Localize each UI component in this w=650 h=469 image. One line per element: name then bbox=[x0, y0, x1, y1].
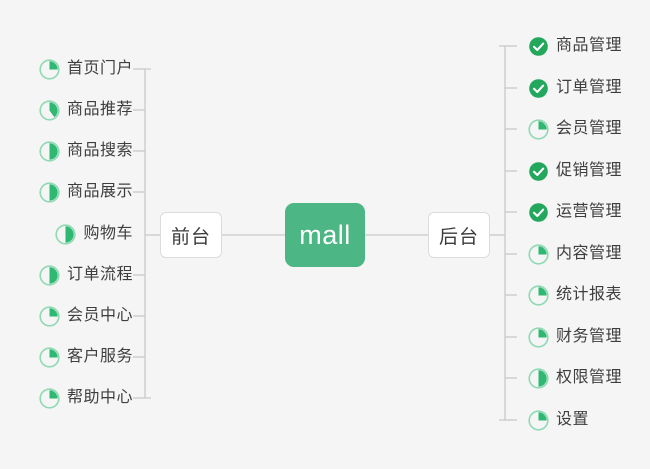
mindmap-leaf-frontend-8[interactable]: 帮助中心 bbox=[0, 385, 133, 411]
mindmap-leaf-frontend-0[interactable]: 首页门户 bbox=[0, 56, 133, 82]
leaf-label: 会员管理 bbox=[556, 120, 623, 137]
leaf-label: 帮助中心 bbox=[66, 389, 133, 406]
leaf-label: 商品展示 bbox=[66, 183, 133, 200]
leaf-label: 订单流程 bbox=[66, 266, 133, 283]
mindmap-leaf-backend-5[interactable]: 内容管理 bbox=[528, 241, 650, 267]
pie-progress-icon bbox=[528, 409, 549, 431]
connector-line bbox=[144, 68, 151, 399]
branch-node-frontend-label: 前台 bbox=[170, 226, 211, 248]
pie-progress-icon bbox=[39, 140, 60, 162]
pie-progress-icon bbox=[39, 387, 60, 409]
root-node-mall[interactable]: mall bbox=[285, 203, 365, 267]
leaf-label: 内容管理 bbox=[556, 245, 623, 262]
check-circle-icon bbox=[529, 36, 548, 56]
check-circle-icon bbox=[529, 161, 548, 181]
mindmap-leaf-frontend-5[interactable]: 订单流程 bbox=[0, 262, 133, 288]
check-circle-icon bbox=[529, 202, 548, 222]
mindmap-leaf-backend-4[interactable]: 运营管理 bbox=[528, 199, 650, 225]
mindmap-leaf-backend-3[interactable]: 促销管理 bbox=[528, 158, 650, 184]
leaf-label: 客户服务 bbox=[66, 348, 133, 365]
branch-node-backend[interactable]: 后台 bbox=[428, 212, 490, 258]
connector-line bbox=[499, 45, 506, 421]
mindmap-leaf-backend-6[interactable]: 统计报表 bbox=[528, 282, 650, 308]
pie-progress-icon bbox=[528, 118, 549, 140]
pie-progress-icon bbox=[528, 243, 549, 265]
leaf-label: 权限管理 bbox=[556, 369, 623, 386]
mindmap-leaf-frontend-6[interactable]: 会员中心 bbox=[0, 303, 133, 329]
mindmap-leaf-frontend-3[interactable]: 商品展示 bbox=[0, 179, 133, 205]
pie-progress-icon bbox=[39, 264, 60, 286]
mindmap-leaf-frontend-7[interactable]: 客户服务 bbox=[0, 344, 133, 370]
mindmap-leaf-backend-7[interactable]: 财务管理 bbox=[528, 324, 650, 350]
pie-progress-icon bbox=[39, 346, 60, 368]
leaf-label: 会员中心 bbox=[66, 307, 133, 324]
mindmap-leaf-backend-8[interactable]: 权限管理 bbox=[528, 365, 650, 391]
check-circle-icon bbox=[529, 78, 548, 98]
branch-node-backend-label: 后台 bbox=[438, 226, 479, 248]
pie-progress-icon bbox=[39, 58, 60, 80]
pie-progress-icon bbox=[528, 284, 549, 306]
pie-progress-icon bbox=[39, 305, 60, 327]
leaf-label: 促销管理 bbox=[556, 162, 623, 179]
leaf-label: 商品管理 bbox=[556, 37, 623, 54]
leaf-label: 商品搜索 bbox=[66, 142, 133, 159]
leaf-label: 商品推荐 bbox=[66, 101, 133, 118]
leaf-label: 运营管理 bbox=[556, 203, 623, 220]
mindmap-leaf-frontend-4[interactable]: 购物车 bbox=[0, 221, 133, 247]
leaf-label: 设置 bbox=[556, 411, 590, 428]
root-node-label: mall bbox=[299, 219, 351, 250]
pie-progress-icon bbox=[39, 181, 60, 203]
mindmap-leaf-backend-1[interactable]: 订单管理 bbox=[528, 75, 650, 101]
mindmap-leaf-frontend-1[interactable]: 商品推荐 bbox=[0, 97, 133, 123]
mindmap-leaf-backend-0[interactable]: 商品管理 bbox=[528, 33, 650, 59]
pie-progress-icon bbox=[528, 367, 549, 389]
leaf-label: 统计报表 bbox=[556, 286, 623, 303]
mindmap-leaf-backend-9[interactable]: 设置 bbox=[528, 407, 650, 433]
leaf-label: 财务管理 bbox=[556, 328, 623, 345]
branch-node-frontend[interactable]: 前台 bbox=[160, 212, 222, 258]
leaf-label: 订单管理 bbox=[556, 79, 623, 96]
mindmap-leaf-frontend-2[interactable]: 商品搜索 bbox=[0, 138, 133, 164]
leaf-label: 购物车 bbox=[83, 225, 133, 242]
mindmap-leaf-backend-2[interactable]: 会员管理 bbox=[528, 116, 650, 142]
pie-progress-icon bbox=[39, 99, 60, 121]
pie-progress-icon bbox=[528, 326, 549, 348]
pie-progress-icon bbox=[55, 223, 77, 245]
leaf-label: 首页门户 bbox=[66, 60, 133, 77]
